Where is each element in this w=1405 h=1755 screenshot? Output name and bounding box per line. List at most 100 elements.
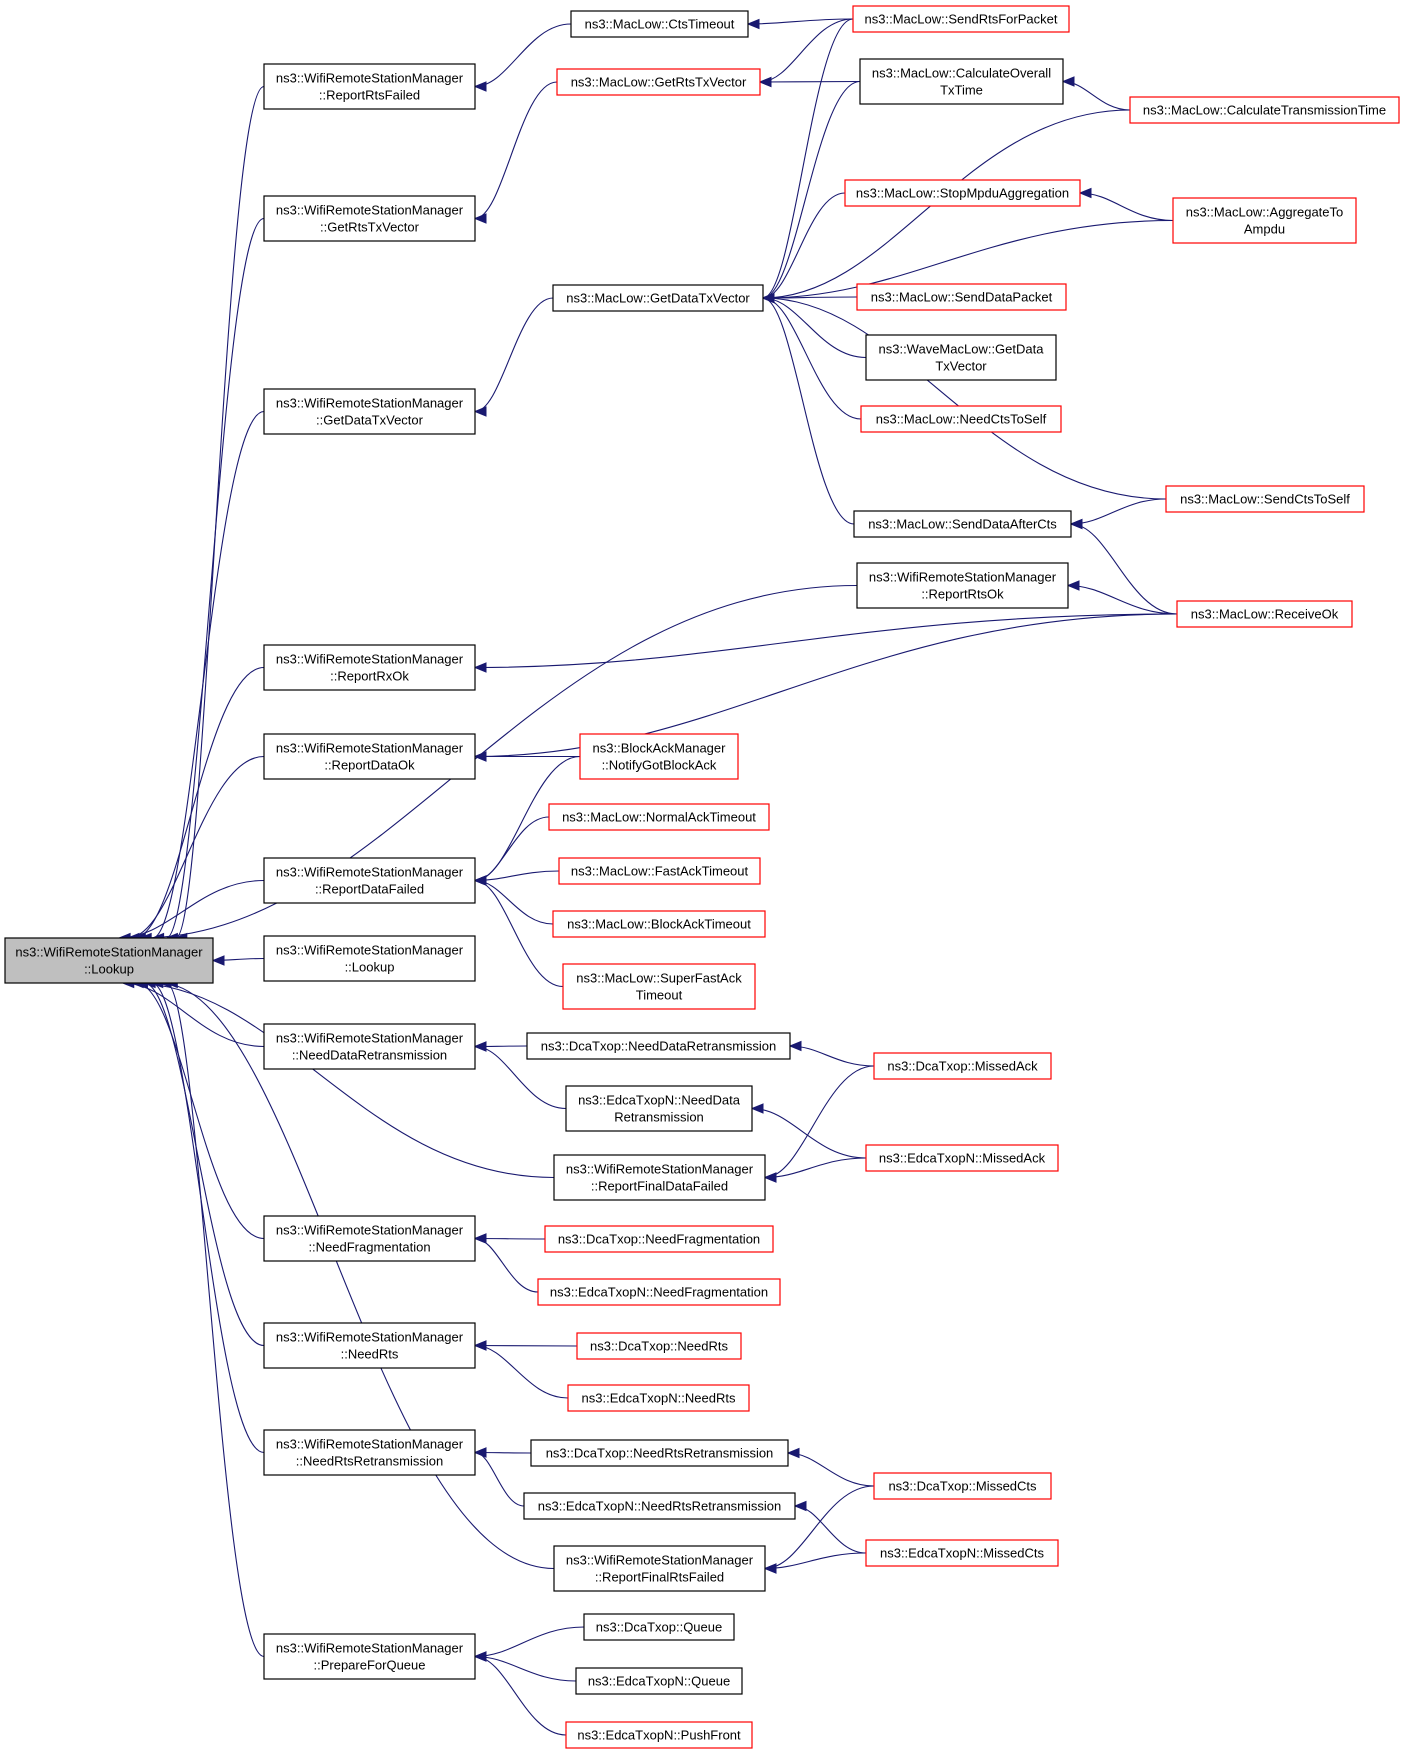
node-box: [873, 1472, 1052, 1500]
node-box: [263, 1215, 476, 1262]
node-label-line: ns3::MacLow::NormalAckTimeout: [562, 810, 756, 825]
node-box: [263, 1633, 476, 1680]
node-edca-missed-cts[interactable]: ns3::EdcaTxopN::MissedCts: [865, 1539, 1059, 1567]
node-receive-ok[interactable]: ns3::MacLow::ReceiveOk: [1176, 600, 1353, 628]
edge-report-data-ok-to-root: [127, 755, 265, 939]
node-box: [856, 283, 1067, 311]
node-label-line: ns3::EdcaTxopN::MissedAck: [879, 1151, 1046, 1166]
node-label-line: ns3::WifiRemoteStationManager: [869, 570, 1057, 585]
node-dca-missed-ack[interactable]: ns3::DcaTxop::MissedAck: [873, 1052, 1052, 1080]
node-label-line: ::NeedFragmentation: [308, 1240, 430, 1255]
node-box: [263, 733, 476, 780]
node-label-line: ns3::WifiRemoteStationManager: [276, 1223, 464, 1238]
node-box: [263, 63, 476, 110]
node-report-rx-ok: ns3::WifiRemoteStationManager::ReportRxO…: [263, 644, 476, 691]
edge-get-rts-tx-vector-to-get-rts-tx-vector-mgr: [474, 81, 558, 220]
node-get-data-tx-vector: ns3::MacLow::GetDataTxVector: [552, 284, 764, 312]
node-box: [865, 334, 1057, 381]
edge-edca-missed-cts-to-report-final-rts-failed: [764, 1552, 867, 1570]
edge-need-data-retrans-to-root: [122, 982, 265, 1048]
node-dca-need-frag[interactable]: ns3::DcaTxop::NeedFragmentation: [544, 1225, 774, 1253]
node-send-data-packet[interactable]: ns3::MacLow::SendDataPacket: [856, 283, 1067, 311]
node-need-cts-to-self[interactable]: ns3::MacLow::NeedCtsToSelf: [860, 405, 1062, 433]
node-dca-need-rts[interactable]: ns3::DcaTxop::NeedRts: [576, 1332, 742, 1360]
node-box: [544, 1225, 774, 1253]
node-label-line: ns3::DcaTxop::Queue: [596, 1620, 722, 1635]
node-box: [553, 1545, 766, 1592]
node-box: [1172, 197, 1357, 244]
node-label-line: ns3::EdcaTxopN::PushFront: [577, 1728, 741, 1743]
node-label-line: ::NeedDataRetransmission: [292, 1048, 447, 1063]
edge-calc-overall-tx-time-to-get-rts-tx-vector: [759, 80, 861, 83]
node-report-rts-failed: ns3::WifiRemoteStationManager::ReportRts…: [263, 63, 476, 110]
node-label-line: ns3::EdcaTxopN::Queue: [588, 1674, 730, 1689]
edge-get-data-tx-vector-to-get-data-tx-vector-mgr: [474, 297, 554, 413]
node-wave-get-data-tx-vector: ns3::WaveMacLow::GetDataTxVector: [865, 334, 1057, 381]
node-label-line: ns3::EdcaTxopN::NeedFragmentation: [550, 1285, 768, 1300]
node-label-line: ns3::MacLow::CalculateTransmissionTime: [1143, 103, 1386, 118]
node-box: [567, 1384, 750, 1412]
node-box: [523, 1492, 796, 1520]
edge-dca-queue-to-prepare-for-queue: [474, 1626, 585, 1658]
node-label-line: ::ReportFinalRtsFailed: [595, 1570, 724, 1585]
node-normal-ack-timeout[interactable]: ns3::MacLow::NormalAckTimeout: [548, 803, 770, 831]
node-label-line: ns3::MacLow::FastAckTimeout: [571, 864, 749, 879]
node-label-line: ns3::EdcaTxopN::MissedCts: [880, 1546, 1045, 1561]
node-report-rts-ok: ns3::WifiRemoteStationManager::ReportRts…: [856, 562, 1069, 609]
node-need-data-retrans: ns3::WifiRemoteStationManager::NeedDataR…: [263, 1023, 476, 1070]
node-box: [263, 195, 476, 242]
node-edca-need-frag[interactable]: ns3::EdcaTxopN::NeedFragmentation: [537, 1278, 781, 1306]
node-label-line: ns3::DcaTxop::NeedRts: [590, 1339, 729, 1354]
node-report-data-ok: ns3::WifiRemoteStationManager::ReportDat…: [263, 733, 476, 780]
node-box: [263, 644, 476, 691]
node-box: [844, 179, 1081, 207]
edge-receive-ok-to-send-data-after-cts: [1070, 523, 1178, 615]
edge-send-rts-for-packet-to-get-data-tx-vector: [762, 18, 854, 299]
edge-normal-ack-timeout-to-report-data-failed: [474, 816, 550, 882]
node-label-line: Retransmission: [614, 1110, 704, 1125]
node-calc-transmission-time[interactable]: ns3::MacLow::CalculateTransmissionTime: [1129, 96, 1400, 124]
node-box: [583, 1613, 735, 1641]
node-stop-mpdu-aggregation[interactable]: ns3::MacLow::StopMpduAggregation: [844, 179, 1081, 207]
node-dca-missed-cts[interactable]: ns3::DcaTxop::MissedCts: [873, 1472, 1052, 1500]
node-dca-need-data-retrans: ns3::DcaTxop::NeedDataRetransmission: [526, 1032, 791, 1060]
node-send-rts-for-packet[interactable]: ns3::MacLow::SendRtsForPacket: [852, 5, 1070, 33]
node-notify-got-block-ack[interactable]: ns3::BlockAckManager::NotifyGotBlockAck: [579, 733, 739, 780]
node-edca-missed-ack[interactable]: ns3::EdcaTxopN::MissedAck: [865, 1144, 1059, 1172]
edge-report-rts-ok-to-root: [140, 584, 858, 939]
node-fast-ack-timeout[interactable]: ns3::MacLow::FastAckTimeout: [558, 857, 761, 885]
edge-report-final-rts-failed-to-root: [160, 982, 555, 1570]
node-send-cts-to-self[interactable]: ns3::MacLow::SendCtsToSelf: [1165, 485, 1365, 513]
arrowhead: [211, 955, 225, 966]
arrowhead: [473, 1447, 487, 1458]
arrowhead: [473, 213, 487, 224]
node-label-line: ns3::MacLow::SendDataAfterCts: [868, 517, 1057, 532]
arrowhead: [1061, 76, 1075, 87]
node-box: [552, 910, 766, 938]
node-box: [4, 937, 214, 984]
node-label-line: TxVector: [935, 359, 987, 374]
edge-need-rts-to-root: [144, 982, 265, 1347]
node-block-ack-timeout[interactable]: ns3::MacLow::BlockAckTimeout: [552, 910, 766, 938]
node-get-rts-tx-vector[interactable]: ns3::MacLow::GetRtsTxVector: [556, 68, 761, 96]
node-edca-push-front[interactable]: ns3::EdcaTxopN::PushFront: [565, 1721, 753, 1749]
arrowhead: [1069, 518, 1083, 530]
edge-edca-need-rts-retrans-to-need-rts-retrans: [474, 1451, 525, 1507]
arrowhead: [473, 1651, 487, 1662]
arrowhead: [473, 1233, 487, 1244]
edge-aggregate-to-ampdu-to-get-data-tx-vector: [762, 219, 1174, 299]
node-box: [856, 562, 1069, 609]
edge-need-rts-retrans-to-root: [151, 982, 265, 1454]
node-edca-need-rts[interactable]: ns3::EdcaTxopN::NeedRts: [567, 1384, 750, 1412]
edge-need-frag-to-root: [136, 982, 265, 1240]
node-box: [562, 963, 756, 1010]
node-label-line: ::ReportRxOk: [330, 669, 409, 684]
node-get-rts-tx-vector-mgr: ns3::WifiRemoteStationManager::GetRtsTxV…: [263, 195, 476, 242]
node-label-line: ns3::MacLow::GetDataTxVector: [566, 291, 750, 306]
node-box: [579, 733, 739, 780]
node-label-line: ns3::DcaTxop::MissedCts: [888, 1479, 1037, 1494]
edge-dca-missed-ack-to-dca-need-data-retrans: [789, 1045, 875, 1067]
